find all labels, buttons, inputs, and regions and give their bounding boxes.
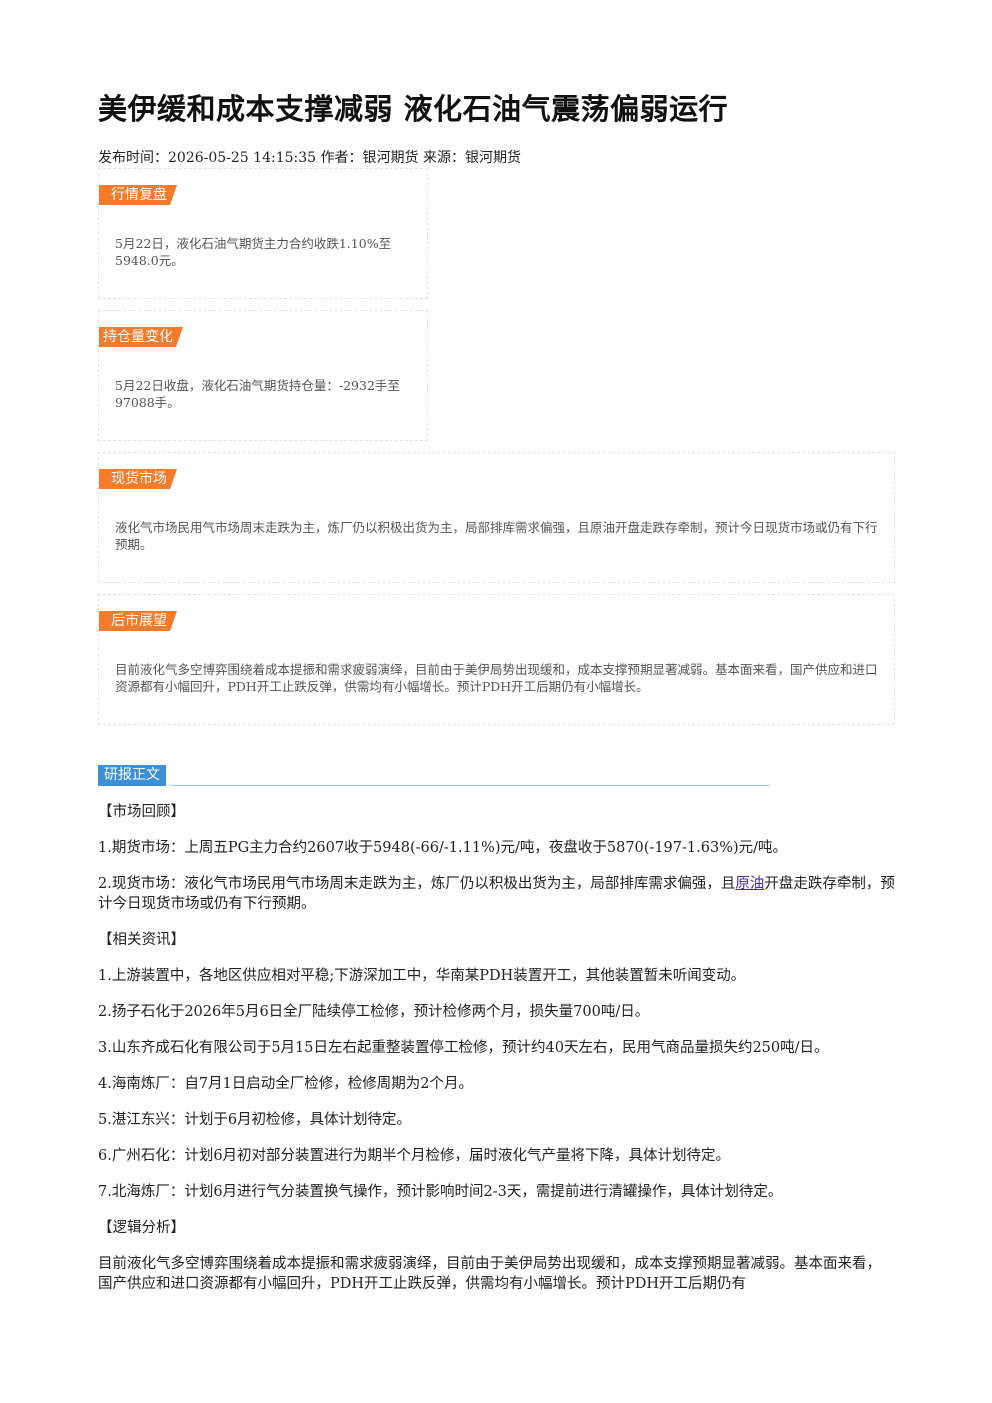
summary-box-market-review: 行情复盘 5月22日，液化石油气期货主力合约收跌1.10%至5948.0元。 bbox=[98, 168, 428, 299]
news-item: 5.湛江东兴：计划于6月初检修，具体计划待定。 bbox=[98, 1112, 412, 1128]
box-tag: 后市展望 bbox=[99, 611, 177, 631]
box-text: 液化气市场民用气市场周末走跌为主，炼厂仍以积极出货为主，局部排库需求偏强，且原油… bbox=[115, 520, 878, 552]
summary-box-spot-market: 现货市场 液化气市场民用气市场周末走跌为主，炼厂仍以积极出货为主，局部排库需求偏… bbox=[98, 452, 895, 583]
paragraph-spot: 2.现货市场：液化气市场民用气市场周末走跌为主，炼厂仍以积极出货为主，局部排库需… bbox=[98, 874, 895, 914]
box-tag: 现货市场 bbox=[99, 469, 177, 489]
article-meta: 发布时间：2026-05-25 14:15:35 作者：银河期货 来源：银河期货 bbox=[98, 150, 521, 166]
paragraph-logic: 目前液化气多空博弈围绕着成本提振和需求疲弱演绎，目前由于美伊局势出现缓和，成本支… bbox=[98, 1256, 881, 1292]
paragraph-spot-text-b: 开盘走跌存牵制，预计今日现货市场或仍有下行预期。 bbox=[98, 876, 895, 912]
news-item: 2.扬子石化于2026年5月6日全厂陆续停工检修，预计检修两个月，损失量700吨… bbox=[98, 1004, 650, 1020]
box-tag: 持仓量变化 bbox=[99, 327, 183, 347]
news-item: 1.上游装置中，各地区供应相对平稳;下游深加工中，华南某PDH装置开工，其他装置… bbox=[98, 968, 746, 984]
news-item: 4.海南炼厂：自7月1日启动全厂检修，检修周期为2个月。 bbox=[98, 1076, 474, 1092]
box-text: 目前液化气多空博弈围绕着成本提振和需求疲弱演绎，目前由于美伊局势出现缓和，成本支… bbox=[115, 662, 878, 694]
paragraph-spot-text-a: 2.现货市场：液化气市场民用气市场周末走跌为主，炼厂仍以积极出货为主，局部排库需… bbox=[98, 876, 736, 892]
news-item: 7.北海炼厂：计划6月进行气分装置换气操作，预计影响时间2-3天，需提前进行清罐… bbox=[98, 1184, 783, 1200]
heading-logic-analysis: 【逻辑分析】 bbox=[98, 1220, 185, 1236]
heading-market-review: 【市场回顾】 bbox=[98, 804, 185, 820]
news-item: 6.广州石化：计划6月初对部分装置进行为期半个月检修，届时液化气产量将下降，具体… bbox=[98, 1148, 731, 1164]
box-text: 5月22日，液化石油气期货主力合约收跌1.10%至5948.0元。 bbox=[115, 236, 392, 268]
section-divider bbox=[170, 785, 770, 786]
news-item: 3.山东齐成石化有限公司于5月15日左右起重整装置停工检修，预计约40天左右，民… bbox=[98, 1040, 829, 1056]
summary-box-outlook: 后市展望 目前液化气多空博弈围绕着成本提振和需求疲弱演绎，目前由于美伊局势出现缓… bbox=[98, 594, 895, 725]
box-tag: 行情复盘 bbox=[99, 185, 177, 205]
box-text: 5月22日收盘，液化石油气期货持仓量：-2932手至97088手。 bbox=[115, 378, 400, 410]
paragraph-futures: 1.期货市场：上周五PG主力合约2607收于5948(-66/-1.11%)元/… bbox=[98, 840, 788, 856]
summary-box-open-interest: 持仓量变化 5月22日收盘，液化石油气期货持仓量：-2932手至97088手。 bbox=[98, 310, 428, 441]
heading-related-news: 【相关资讯】 bbox=[98, 932, 185, 948]
crude-oil-link[interactable]: 原油 bbox=[735, 876, 765, 892]
article-title: 美伊缓和成本支撑减弱 液化石油气震荡偏弱运行 bbox=[98, 92, 729, 126]
section-label: 研报正文 bbox=[98, 765, 166, 786]
report-body-header: 研报正文 bbox=[98, 765, 770, 787]
